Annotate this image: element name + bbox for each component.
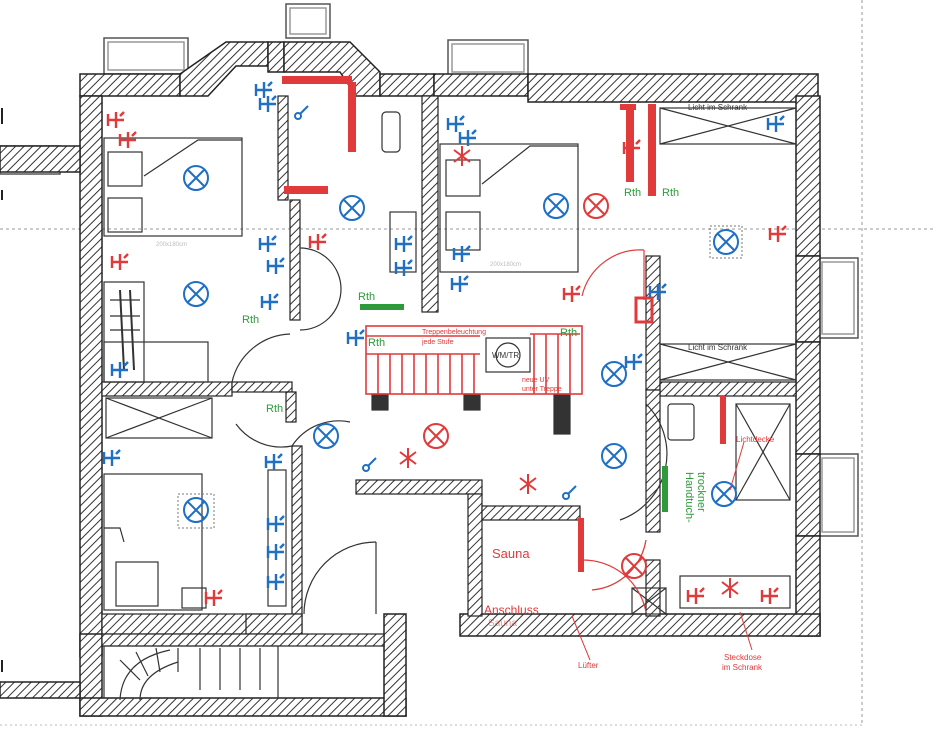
label-bed-dim-2: 200x180cm (490, 262, 521, 268)
inner-walls (101, 95, 797, 647)
label-rth-1: Rth (242, 314, 259, 326)
furniture (103, 107, 797, 701)
label-licht-schrank-2: Licht im Schrank (688, 343, 748, 352)
label-lichtdecke: Lichtdecke (736, 435, 775, 444)
label-handtuch-2: trockner (695, 472, 707, 512)
label-rth-2: Rth (358, 291, 375, 303)
lamps (177, 165, 743, 579)
label-luefter: Lüfter (578, 661, 599, 670)
handtuchtrockner-bar (360, 304, 668, 512)
outer-walls (0, 41, 821, 717)
label-steckdose-1: Steckdose (724, 653, 762, 662)
label-neue-uv-1: neue UV (522, 377, 550, 384)
label-neue-uv-2: unter Treppe (522, 386, 562, 393)
red-elements (282, 76, 726, 572)
label-treppen-1: Treppenbeleuchtung (422, 329, 486, 336)
staircase (365, 325, 583, 395)
label-rth-6: Rth (662, 187, 679, 199)
label-sauna: Sauna (492, 546, 530, 561)
label-bed-dim-1: 200x180cm (156, 242, 187, 248)
label-steckdose-2: im Schrank (722, 663, 763, 672)
label-rth-5: Rth (624, 187, 641, 199)
label-rth-4: Rth (560, 327, 577, 339)
label-rth-7: Rth (266, 403, 283, 415)
label-rth-3: Rth (368, 337, 385, 349)
label-anschluss-2: Sauna (488, 618, 517, 629)
label-treppen-2: jede Stufe (421, 339, 454, 346)
label-licht-schrank-1: Licht im Schrank (688, 103, 748, 112)
label-anschluss-1: Anschluss (484, 603, 539, 617)
annotation-lines (571, 441, 753, 661)
text-labels: Rth Rth Rth Rth Rth Rth Rth Licht im Sch… (156, 103, 775, 672)
label-wmtr: WM/TR (492, 351, 519, 360)
label-handtuch-1: Handtuch- (683, 472, 695, 523)
